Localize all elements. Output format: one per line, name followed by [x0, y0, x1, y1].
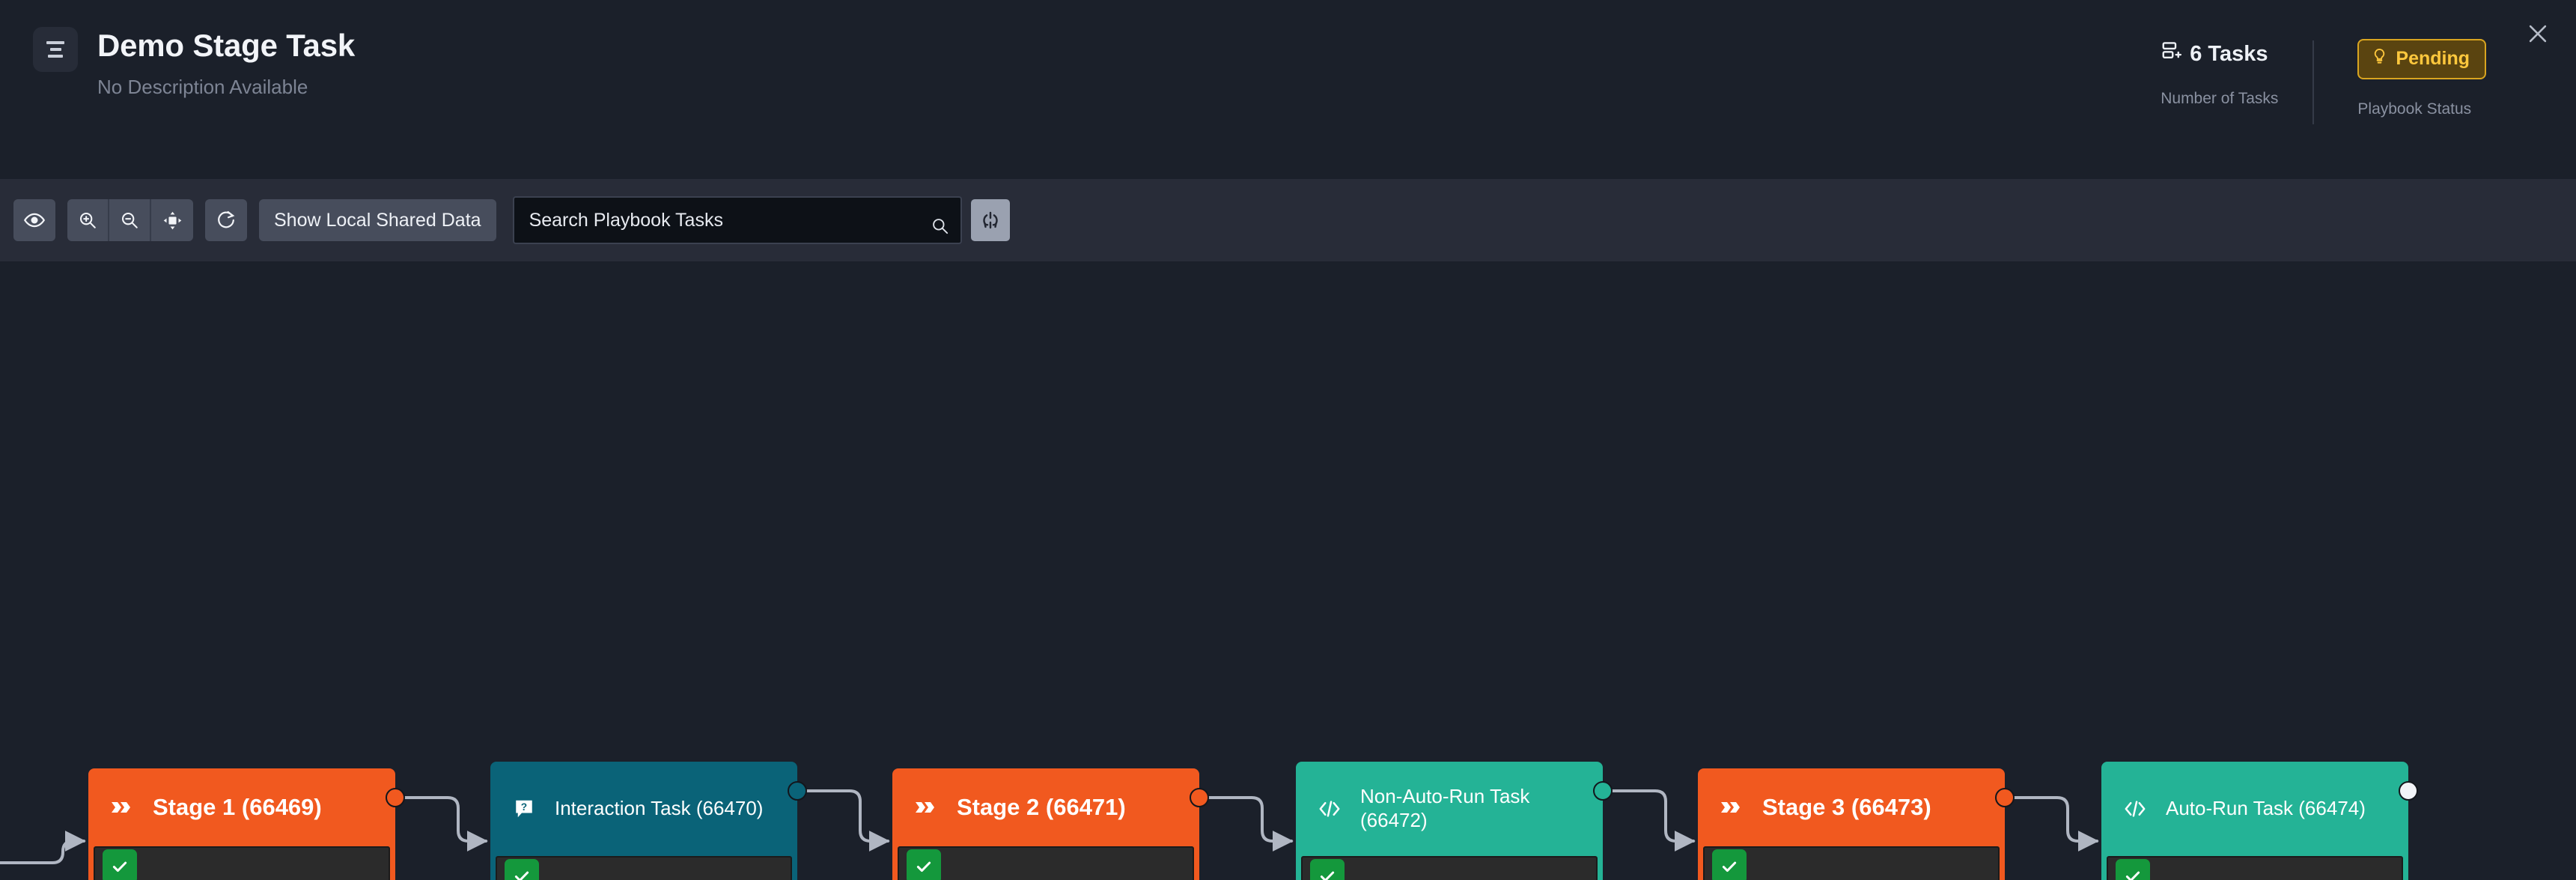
node-code-66472[interactable]: Non-Auto-Run Task (66472)	[1296, 762, 1613, 880]
zoom-out-icon[interactable]	[109, 199, 151, 241]
node-output-handle[interactable]	[1593, 781, 1613, 801]
title-block: Demo Stage Task No Description Available	[97, 27, 355, 99]
edge-layer	[0, 789, 2099, 864]
double-chevron-icon	[912, 799, 940, 816]
question-bubble-icon: ?	[510, 798, 538, 820]
node-footer	[94, 846, 390, 880]
auto-layout-icon[interactable]	[970, 199, 1010, 241]
node-footer	[1703, 846, 2000, 880]
check-icon[interactable]	[1712, 849, 1747, 880]
node-stage-66473[interactable]: Stage 3 (66473)	[1698, 768, 2015, 880]
check-icon[interactable]	[505, 859, 539, 880]
edge-66471-66472	[1208, 796, 1294, 852]
node-header: Non-Auto-Run Task (66472)	[1296, 762, 1603, 856]
header-divider	[2312, 40, 2315, 124]
node-header: Stage 3 (66473)	[1698, 768, 2005, 846]
canvas-toolbar: Show Local Shared Data	[0, 179, 2576, 261]
fit-to-screen-icon[interactable]	[151, 199, 193, 241]
tasks-metric-value-row: 6 Tasks	[2161, 39, 2278, 69]
magnifier-icon[interactable]	[931, 216, 950, 240]
playbook-header: Demo Stage Task No Description Available…	[0, 0, 2576, 179]
tasks-count-text: 6 Tasks	[2190, 41, 2268, 66]
node-header: Stage 1 (66469)	[88, 768, 395, 846]
edge-66473-66474	[2013, 796, 2099, 852]
double-chevron-icon	[108, 799, 136, 816]
node-interaction-66470[interactable]: ? Interaction Task (66470)	[490, 762, 807, 880]
node-title: Stage 1 (66469)	[153, 794, 322, 821]
node-header: Auto-Run Task (66474)	[2101, 762, 2408, 856]
status-metric: Pending Playbook Status	[2314, 39, 2486, 118]
search-input[interactable]	[529, 209, 911, 231]
node-title: Stage 2 (66471)	[957, 794, 1126, 821]
search-playbook-tasks-field[interactable]	[512, 196, 962, 244]
node-stage-66469[interactable]: Stage 1 (66469)	[88, 768, 405, 880]
node-footer	[2107, 856, 2403, 880]
show-local-shared-data-button[interactable]: Show Local Shared Data	[259, 199, 496, 241]
tasks-metric: 6 Tasks Number of Tasks	[2161, 39, 2312, 108]
svg-text:?: ?	[521, 801, 527, 813]
edge-66470-66471	[806, 789, 890, 852]
node-title: Non-Auto-Run Task (66472)	[1360, 785, 1530, 831]
node-footer	[496, 856, 792, 880]
header-left-group: Demo Stage Task No Description Available	[33, 27, 355, 99]
edge-66469-66470	[404, 796, 488, 852]
node-footer	[898, 846, 1194, 880]
check-icon[interactable]	[103, 849, 137, 880]
node-header: Stage 2 (66471)	[892, 768, 1199, 846]
node-output-handle[interactable]	[1995, 788, 2015, 807]
hamburger-line-2	[49, 48, 61, 51]
close-icon[interactable]	[2521, 16, 2555, 51]
node-title: Auto-Run Task (66474)	[2166, 797, 2366, 820]
page-title: Demo Stage Task	[97, 28, 356, 63]
code-brackets-icon	[2121, 799, 2149, 819]
code-brackets-icon	[1315, 799, 1344, 819]
playbook-canvas[interactable]: Stage 1 (66469) ? Int	[0, 261, 2576, 880]
edge-66472-66473	[1611, 789, 1696, 852]
status-metric-label: Playbook Status	[2357, 100, 2472, 118]
node-footer	[1301, 856, 1598, 880]
header-right-group: 6 Tasks Number of Tasks Pending Playbook…	[2161, 39, 2486, 124]
node-output-handle[interactable]	[2399, 781, 2418, 801]
edge-incoming	[0, 831, 86, 864]
hamburger-line-3	[48, 55, 63, 58]
task-list-add-icon	[2161, 40, 2183, 68]
node-header: ? Interaction Task (66470)	[490, 762, 797, 856]
eye-icon[interactable]	[13, 199, 55, 241]
node-code-66474[interactable]: Auto-Run Task (66474)	[2101, 762, 2418, 880]
node-title: Interaction Task (66470)	[555, 797, 764, 820]
check-icon[interactable]	[1310, 859, 1345, 880]
zoom-in-icon[interactable]	[67, 199, 109, 241]
zoom-controls-group	[67, 199, 193, 241]
tasks-metric-label: Number of Tasks	[2161, 90, 2279, 107]
node-output-handle[interactable]	[1190, 788, 1209, 807]
hamburger-line-1	[46, 41, 64, 44]
node-stage-66471[interactable]: Stage 2 (66471)	[892, 768, 1209, 880]
node-output-handle[interactable]	[386, 788, 405, 807]
hamburger-icon[interactable]	[33, 27, 78, 72]
status-badge-label: Pending	[2396, 48, 2470, 69]
node-output-handle[interactable]	[788, 781, 807, 801]
status-badge[interactable]: Pending	[2357, 39, 2486, 79]
refresh-icon[interactable]	[205, 199, 247, 241]
check-icon[interactable]	[907, 849, 941, 880]
check-icon[interactable]	[2116, 859, 2150, 880]
lightbulb-icon	[2371, 46, 2388, 71]
node-title: Stage 3 (66473)	[1762, 794, 1931, 821]
double-chevron-icon	[1717, 799, 1746, 816]
page-description: No Description Available	[97, 76, 308, 99]
